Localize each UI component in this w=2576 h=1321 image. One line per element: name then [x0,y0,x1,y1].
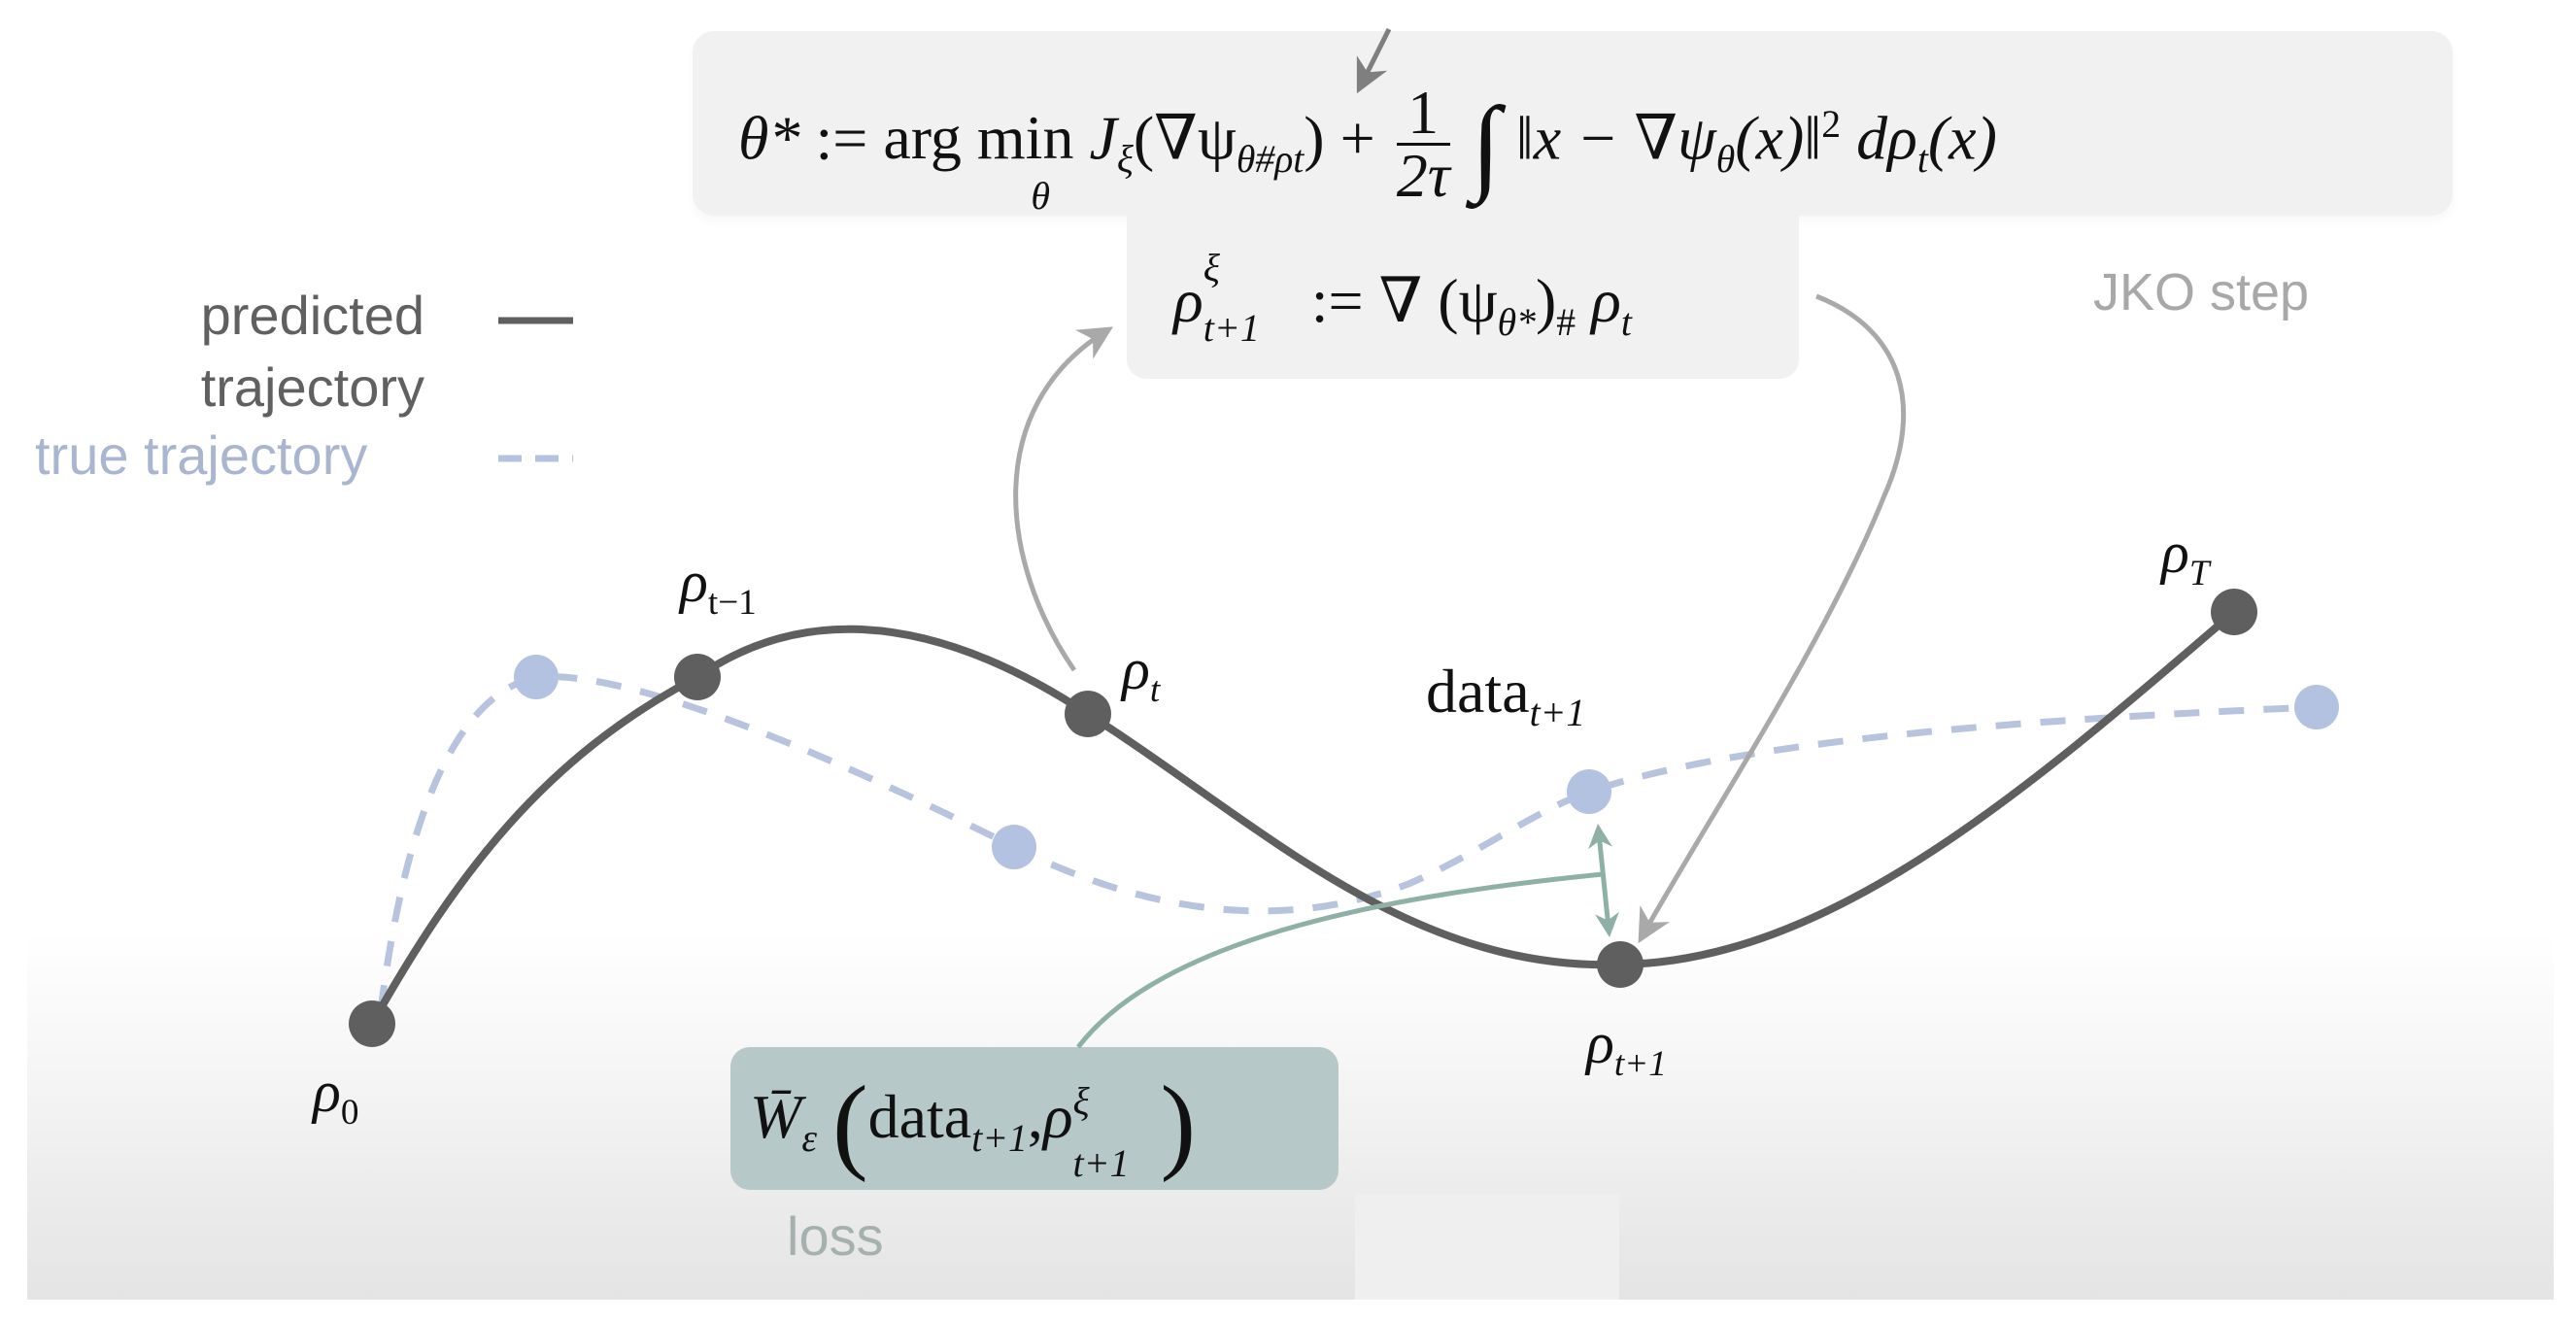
label-rho-T: ρT [2161,520,2210,594]
rho-symbol: ρ [313,1060,341,1124]
plus-sign: + [1339,103,1375,173]
node-rho-t-minus-1 [674,654,721,700]
rho-t: ρ [1591,266,1621,335]
data-subscript: t+1 [971,1116,1028,1160]
predicted-trajectory-path [368,608,2237,1026]
argmin-formula-box [693,31,2453,216]
rho-t-subscript: t [1620,300,1632,344]
true-trajectory-path [377,673,2318,1011]
argmin-text: arg min [883,103,1074,173]
integrand: ‖x − ∇ψ [1515,103,1716,173]
top-arrow-into-formula [1356,27,1392,94]
occlusion-patch [1355,1194,1619,1300]
loss-connector [1076,871,1604,1049]
W-subscript: ε [801,1116,817,1160]
rho-symbol: ρ [1586,1011,1614,1075]
J-symbol: J [1089,103,1117,173]
integrand-subscript: θ [1715,138,1736,182]
integral-sign: ∫ [1471,85,1501,204]
label-rho-t-plus-1: ρt+1 [1586,1010,1667,1085]
legend-predicted-line1: predicted [200,285,424,346]
rho-symbol: ρ [2161,521,2189,585]
rho-symbol: ρ [1122,637,1150,701]
rho-subscript: t [1149,670,1161,710]
rho-indices: ξ t+1 [1073,1079,1161,1185]
measure-subscript: t [1916,138,1928,182]
jko-arrow-up [1013,326,1113,672]
rho-symbol: ρ [680,550,708,614]
label-rho-t: ρt [1122,636,1160,711]
fraction-denominator: 2τ [1396,141,1450,211]
label-rho-t-minus-1: ρt−1 [680,549,757,624]
psi-subscript: θ* [1497,300,1536,344]
assign-symbol: := [815,103,868,173]
jko-step-label: JKO step [2093,263,2310,322]
integrand-tail: (x)‖ [1735,103,1822,173]
fraction: 1 2τ [1396,82,1450,211]
rho-subscript: t+1 [1203,306,1260,350]
label-rho-0: ρ0 [313,1059,358,1134]
loss-label: loss [787,1205,884,1267]
rho-subscript: T [2188,554,2210,593]
data-subscript: t+1 [1529,691,1586,734]
true-point-data-t-plus-1 [1567,769,1611,814]
rho-subscript: t−1 [707,583,757,623]
paren-close: ) [1160,1064,1197,1183]
loss-distance-arrow [1588,824,1619,937]
node-rho-T [2211,589,2257,635]
loss-formula-box [730,1047,1339,1190]
measure: dρ [1856,103,1917,173]
node-rho-t [1065,691,1111,737]
node-rho-t-plus-1 [1597,941,1644,988]
argmin-subscript: θ [1031,174,1050,219]
true-point-1 [992,825,1036,869]
pushforward-formula-box [1127,216,1799,379]
rho-symbol: ρ [1042,1082,1073,1151]
true-point-3 [2294,685,2339,729]
legend-true-label: true trajectory [35,424,368,486]
rho-symbol: ρ [1173,266,1203,335]
true-point-0 [514,655,559,699]
rho-xi-superscript: ξ [1203,246,1220,289]
W-bar-symbol: W̄ [750,1082,802,1151]
comma: , [1027,1082,1043,1151]
legend-predicted-label: predicted trajectory [146,280,424,423]
measure-tail: (x) [1927,103,1997,173]
rho-subscript: 0 [340,1093,359,1133]
assign-symbol: := [1310,266,1364,335]
rho-subscript: t+1 [1072,1141,1130,1185]
paren-close: ) [1535,266,1557,335]
integrand-power: 2 [1821,103,1842,146]
legend-predicted-line2: trajectory [200,356,424,418]
rho-xi-superscript: ξ [1072,1079,1090,1123]
fraction-numerator: 1 [1396,82,1450,147]
argmin-operator: arg min θ [883,70,1074,218]
theta-star: θ* [738,103,800,173]
paren-open: ( [831,1064,868,1183]
jko-arrow-down [1638,293,1906,944]
pushforward-symbol: # [1556,300,1576,344]
data-text: data [1426,657,1530,726]
argmin-formula: θ* := arg min θ Jξ(∇ψθ#ρt) + 1 2τ ∫ ‖x −… [738,56,1997,227]
rho-indices: ξ t+1 [1203,246,1296,350]
J-close: ) [1304,103,1325,173]
J-argument: (∇ψ [1133,103,1237,173]
grad-psi: ∇ (ψ [1378,266,1498,335]
psi-subscript: θ#ρt [1236,138,1305,182]
J-subscript: ξ [1116,138,1134,182]
label-data-t-plus-1: datat+1 [1426,656,1585,735]
data-text: data [867,1082,972,1151]
rho-subscript: t+1 [1613,1044,1667,1084]
node-rho-0 [349,1000,395,1047]
